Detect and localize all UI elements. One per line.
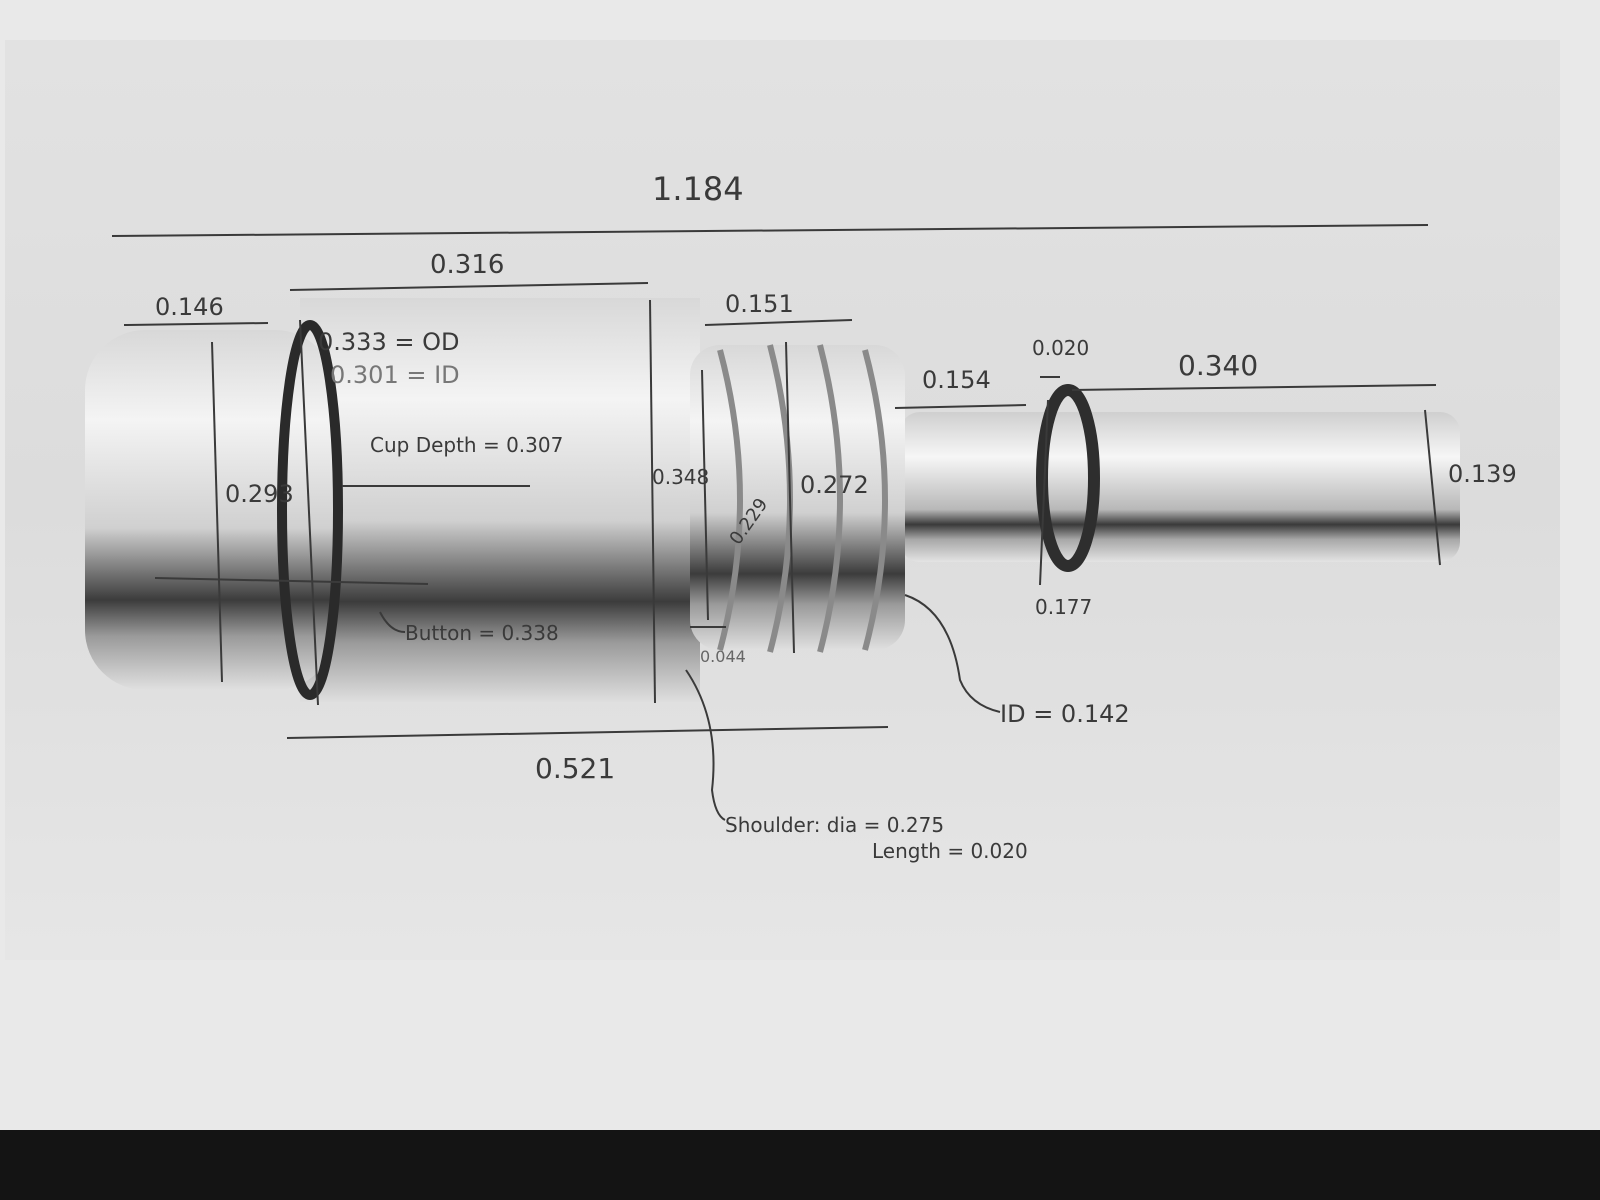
label-bore-id: ID = 0.142	[1000, 700, 1130, 728]
button	[85, 330, 335, 690]
dimension-lines	[111, 224, 1441, 821]
label-thread-gap: 0.044	[700, 647, 746, 666]
shaft	[900, 412, 1460, 562]
retaining-ring	[1036, 384, 1100, 572]
label-shaft-dia: 0.139	[1448, 460, 1517, 488]
label-body-dia: 0.348	[652, 465, 709, 489]
label-shoulder-length: Length = 0.020	[872, 839, 1028, 863]
thread-section	[690, 345, 905, 650]
label-body-to-thread: 0.521	[535, 752, 615, 785]
label-overall-length: 1.184	[652, 170, 744, 208]
label-cup-od: 0.333 = OD	[318, 328, 459, 356]
label-shoulder-dia: Shoulder: dia = 0.275	[725, 813, 944, 837]
label-button: Button = 0.338	[405, 621, 559, 645]
label-neck-length: 0.154	[922, 366, 991, 394]
label-button-dia: 0.293	[225, 480, 294, 508]
label-cup-length: 0.316	[430, 250, 504, 280]
cup-rim	[277, 320, 343, 700]
label-cup-depth: Cup Depth = 0.307	[370, 433, 563, 457]
label-button-length: 0.146	[155, 293, 224, 321]
label-thread-length: 0.151	[725, 290, 794, 318]
label-cup-id: 0.301 = ID	[330, 361, 460, 389]
label-ring-width: 0.020	[1032, 336, 1089, 360]
table-surface	[0, 1130, 1600, 1200]
label-thread-dia: 0.272	[800, 471, 869, 499]
label-ring-dia: 0.177	[1035, 595, 1092, 619]
label-shaft-length: 0.340	[1178, 349, 1258, 382]
cup-body	[300, 298, 700, 703]
